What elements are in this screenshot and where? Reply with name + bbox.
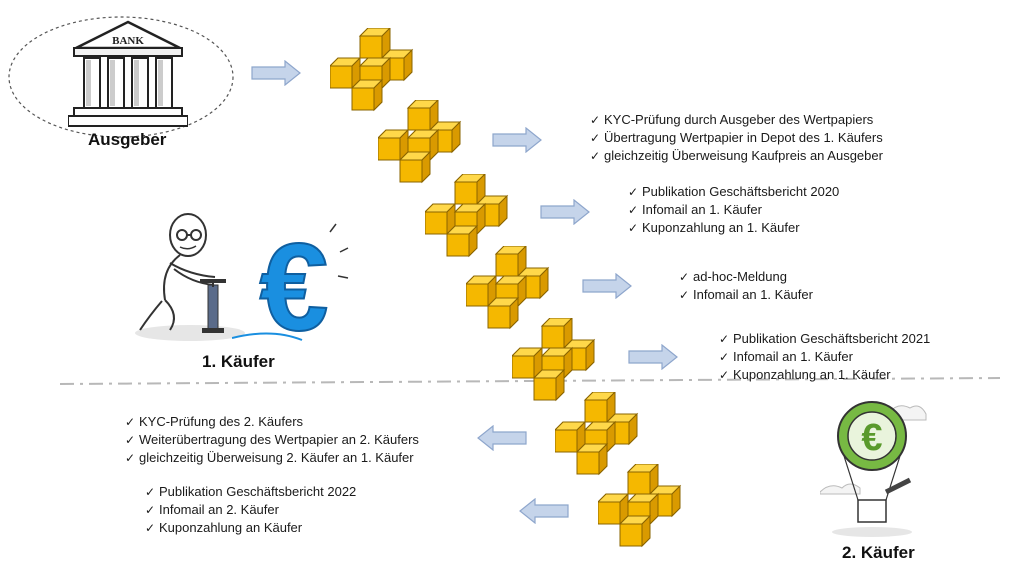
event-item: gleichzeitig Überweisung Kaufpreis an Au… <box>590 147 883 165</box>
euro-balloon-icon: € <box>820 401 927 537</box>
issuer-label: Ausgeber <box>88 130 167 149</box>
event-item: Kuponzahlung an 1. Käufer <box>719 366 930 384</box>
arrow-right-icon <box>492 127 542 153</box>
event-item: Kuponzahlung an Käufer <box>145 519 356 537</box>
arrow-right-icon <box>540 199 590 225</box>
event-item: Infomail an 1. Käufer <box>679 286 813 304</box>
event-item: ad-hoc-Meldung <box>679 268 813 286</box>
event-item: KYC-Prüfung des 2. Käufers <box>125 413 419 431</box>
event-item: Übertragung Wertpapier in Depot des 1. K… <box>590 129 883 147</box>
euro-icon: € <box>232 220 349 350</box>
event-item: Weiterübertragung des Wertpapier an 2. K… <box>125 431 419 449</box>
event-list-transfer: KYC-Prüfung des 2. Käufers Weiterübertra… <box>125 413 419 467</box>
arrow-right-icon <box>628 344 678 370</box>
balloon-euro-symbol: € <box>861 417 882 459</box>
event-item: Publikation Geschäftsbericht 2021 <box>719 330 930 348</box>
event-item: Publikation Geschäftsbericht 2020 <box>628 183 839 201</box>
issuer-ellipse <box>8 16 234 138</box>
event-list-2021: Publikation Geschäftsbericht 2021 Infoma… <box>719 330 930 384</box>
buyer1-label: 1. Käufer <box>202 352 275 371</box>
arrow-right-icon <box>251 60 301 86</box>
event-list-2020: Publikation Geschäftsbericht 2020 Infoma… <box>628 183 839 237</box>
event-item: KYC-Prüfung durch Ausgeber des Wertpapie… <box>590 111 883 129</box>
event-list-issuance: KYC-Prüfung durch Ausgeber des Wertpapie… <box>590 111 883 165</box>
event-item: gleichzeitig Überweisung 2. Käufer an 1.… <box>125 449 419 467</box>
event-item: Kuponzahlung an 1. Käufer <box>628 219 839 237</box>
arrow-right-icon <box>582 273 632 299</box>
arrow-left-icon <box>477 425 527 451</box>
event-list-adhoc: ad-hoc-Meldung Infomail an 1. Käufer <box>679 268 813 304</box>
issuer-group: BANK Ausgeber <box>6 14 236 154</box>
bank-sign: BANK <box>112 35 144 47</box>
event-item: Infomail an 1. Käufer <box>719 348 930 366</box>
buyer2-label: 2. Käufer <box>842 543 915 562</box>
event-list-2022: Publikation Geschäftsbericht 2022 Infoma… <box>145 483 356 537</box>
event-item: Infomail an 2. Käufer <box>145 501 356 519</box>
token-cube-icon <box>598 464 688 554</box>
euro-symbol: € <box>260 220 329 350</box>
arrow-left-icon <box>519 498 569 524</box>
stick-figure-pump-icon <box>135 213 245 341</box>
event-item: Infomail an 1. Käufer <box>628 201 839 219</box>
bank-icon <box>68 20 188 127</box>
event-item: Publikation Geschäftsbericht 2022 <box>145 483 356 501</box>
